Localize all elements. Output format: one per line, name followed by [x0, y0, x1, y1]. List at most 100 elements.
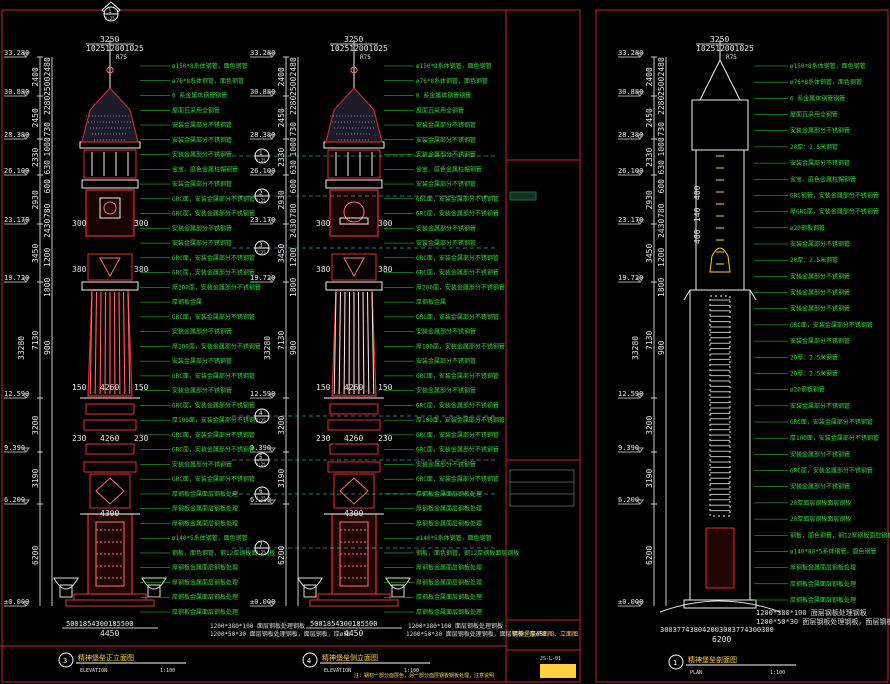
front-dim-b-1: 2500: [43, 77, 52, 96]
front-inner-3: 380: [134, 265, 149, 274]
front-dim-b-5: 630: [43, 160, 52, 175]
side-elev-tri-9: [268, 601, 276, 607]
side-orn-diamond: [339, 477, 369, 505]
front-note-31: 厚钢板金属面层钢板处理: [172, 519, 238, 527]
side-top-width: 3250: [344, 35, 363, 44]
front-clock-box: [85, 189, 135, 237]
side-note-19: 厚100面，安装金属部分不锈钢管: [416, 342, 505, 350]
side-elev-tri-8: [268, 499, 276, 505]
front-elev-5: 19.720: [4, 274, 29, 282]
section-note-32: 厚钢板金属面层钢板处理: [790, 580, 856, 588]
section-cut-num-3: 4: [259, 410, 263, 417]
section-note-30: ø140*80*5系体钢管，面色钢管: [790, 547, 877, 555]
front-elev-8: 6.200: [4, 496, 25, 504]
section-cut-num-2: 3: [259, 242, 263, 249]
section-plinth-panel: [705, 527, 735, 589]
front-dim-b-10: 1800: [43, 278, 52, 297]
side-pav-top: [323, 141, 385, 149]
front-elev-tri-7: [22, 447, 30, 453]
front-note-5: 安装金属部分不锈钢管: [172, 136, 232, 144]
section-note-16: GRC面，安装金属部分不锈钢管: [790, 321, 873, 329]
side-dim-b-11: 900: [289, 340, 298, 355]
front-inner-10: 4300: [100, 509, 119, 518]
side-band-2: [329, 443, 379, 455]
section-elev-tri-5: [636, 277, 644, 283]
section-note-33: 厚钢板金属面层钢板处理: [790, 596, 856, 604]
section-cut-scale-4: 1:25: [256, 462, 266, 467]
side-note-2: 6 系金属体钢管钢管: [416, 92, 471, 100]
side-elev-7: 9.390: [250, 444, 271, 452]
bottom-note-1: 1200*380*100 面层钢板处理钢板: [210, 622, 305, 630]
side-upper-box: [331, 253, 377, 281]
side-note-30: 厚钢板金属面层钢板处理: [416, 505, 482, 513]
section-note-1: ø76*8系体钢管，面色钢管: [790, 78, 862, 86]
front-note-17: GRC面，安装金属部分不锈钢管: [172, 313, 255, 321]
side-dim-b-0: 2480: [289, 57, 298, 76]
front-band-1: [83, 461, 137, 473]
section-top-parts: 102512001025: [696, 44, 754, 53]
side-note-28: GRC面，安装金属部分不锈钢管: [416, 475, 499, 483]
side-elev-tri-3: [268, 170, 276, 176]
section-cut-num-0: 1: [259, 150, 263, 157]
front-flute-7: [123, 291, 126, 395]
section-dim-b-8: 2430: [657, 219, 666, 238]
section-elev-7: 9.390: [618, 444, 639, 452]
front-note-37: 厚钢板金属面层钢板处理: [172, 608, 238, 616]
section-dim-a-3: 2930: [645, 190, 654, 209]
side-elev-tri-0: [268, 52, 276, 58]
section-bell: [709, 247, 731, 273]
front-urn-base-0: [59, 584, 73, 598]
front-note-4: 安装金属部分不锈钢管: [172, 121, 232, 129]
side-elev-tri-6: [268, 393, 276, 399]
front-flute-8: [127, 291, 131, 395]
front-note-20: 安装金属部分不锈钢管: [172, 357, 232, 365]
front-clock-face: [99, 197, 121, 219]
side-dim-a-6: 3200: [277, 416, 286, 435]
section-cut-scale-5: 1:25: [256, 496, 266, 501]
side-note-32: ø140*5系体钢管，面色钢管: [416, 534, 492, 542]
section-note-17: 安装金属部分不锈钢管: [790, 337, 850, 345]
view-title-sub-1: ELEVATION: [80, 668, 107, 674]
view-title-circle-2: [302, 652, 318, 668]
side-elev-tri-4: [268, 219, 276, 225]
front-note-19: 厚100面，安装金属部分不锈钢管: [172, 342, 261, 350]
index-marker[interactable]: 1 1:25: [101, 1, 121, 22]
side-urn-0: [297, 577, 323, 590]
index-marker-scale: 1:25: [105, 16, 115, 21]
front-note-15: 厚200面，安装金属部分不锈钢管: [172, 283, 261, 291]
front-top-r: R75: [116, 54, 127, 61]
front-note-13: GRC面，安装金属部分不锈钢管: [172, 254, 255, 262]
side-emblem-text: [339, 217, 369, 225]
front-dim-a-2: 2330: [31, 148, 40, 167]
side-note-25: GRC面，安装金属部分不锈钢管: [416, 431, 499, 439]
front-note-16: 厚钢板金属: [172, 298, 202, 306]
front-inner-1: 300: [134, 219, 149, 228]
side-elev-9: ±0.000: [250, 598, 275, 606]
front-upper-box: [87, 253, 133, 281]
bottom-note-2b: 1200*50*30 面层钢板处理钢板，面层钢板，厚ø50: [406, 630, 547, 638]
side-dim-b-4: 1000: [289, 137, 298, 156]
section-pavilion: [691, 99, 749, 151]
bottom-note-1c: 1200*380*100 面层钢板处理钢板: [756, 608, 867, 617]
section-note-3: 屋面瓦采用全钢管: [790, 111, 838, 119]
side-pavilion: [327, 149, 381, 179]
side-note-10: GRC面，安装金属部分不锈钢管: [416, 210, 499, 218]
side-inner-7: 230: [316, 434, 331, 443]
section-note-9: 厚GRC面，安装金属部分不锈钢管: [790, 208, 879, 216]
section-dim-b-11: 900: [657, 340, 666, 355]
section-dim-a-6: 3200: [645, 416, 654, 435]
front-inner-6: 150: [134, 383, 149, 392]
front-dim-b-3: 730: [43, 122, 52, 137]
front-note-7: 金宝、庭色金属柱帽钢管: [172, 165, 238, 173]
front-elevations: 33.28030.88028.38026.10023.17019.72012.5…: [4, 49, 30, 607]
